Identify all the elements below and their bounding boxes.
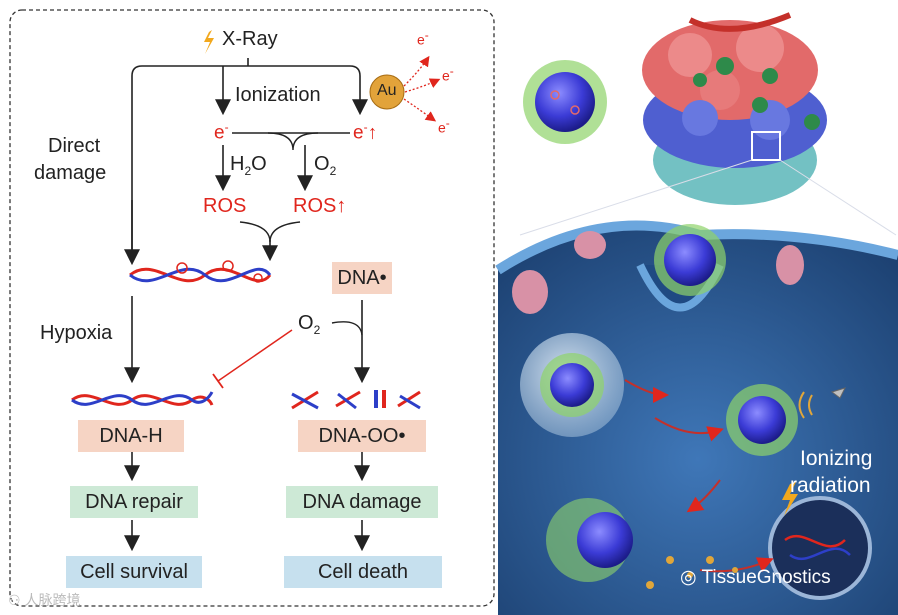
electron-left: e- <box>214 120 229 144</box>
ionizing-label-2: radiation <box>790 474 871 497</box>
cell-illustration <box>495 220 898 615</box>
watermark-cn-text: 人脉跨境 <box>24 592 81 608</box>
ionization-label: Ionization <box>235 84 321 106</box>
e-minus: - <box>224 120 229 134</box>
h2o-h: H <box>230 153 245 175</box>
tissuegnostics-watermark: ◎ TissueGnostics <box>680 566 831 589</box>
ros-merge <box>239 221 301 243</box>
o2-2: 2 <box>329 164 337 178</box>
o2-label-lower: O2 <box>298 312 320 337</box>
au-label: Au <box>377 82 397 99</box>
electron-emitted-3: e- <box>438 116 450 136</box>
cell-death-box: Cell death <box>284 556 442 588</box>
dna-helix-left <box>71 391 214 406</box>
dna-oo-box: DNA-OO• <box>298 420 426 452</box>
o2-2: 2 <box>313 323 321 337</box>
electron-emitted-2: e- <box>442 64 454 84</box>
zoom-lines <box>519 159 897 236</box>
wechat-icon: ◎ <box>680 567 702 588</box>
lightning-icon <box>204 30 214 54</box>
dna-h-box: DNA-H <box>78 420 184 452</box>
au-particle <box>369 74 405 110</box>
emit-arrow-3 <box>403 98 437 122</box>
e-letter: e <box>214 122 225 144</box>
e-minus: - <box>449 64 454 78</box>
e-up: ↑ <box>367 122 378 144</box>
inhibition-bar <box>212 373 224 389</box>
cn-watermark: ⚇ 人脉跨境 <box>8 590 80 610</box>
e-letter: e <box>417 31 425 48</box>
nanoparticle-top <box>523 60 607 144</box>
e-letter: e <box>438 119 446 136</box>
branch-outer <box>131 65 368 260</box>
left-panel-border <box>9 9 495 607</box>
watermark-icon: ⚇ <box>8 592 25 608</box>
ros-label: ROS <box>203 195 247 217</box>
dna-repair-box: DNA repair <box>70 486 198 518</box>
dna-damage-box: DNA damage <box>286 486 438 518</box>
dna-radical-box: DNA• <box>332 262 392 294</box>
o2-curve <box>331 321 363 336</box>
h2o-label: H2O <box>230 153 267 178</box>
emit-arrow-2 <box>404 78 441 93</box>
o2-label-top: O2 <box>314 153 336 178</box>
xray-label: X-Ray <box>222 28 278 50</box>
ionizing-label-1: Ionizing <box>800 447 873 470</box>
o2-o: O <box>314 153 330 175</box>
hypoxia-label: Hypoxia <box>40 322 113 344</box>
emit-arrow-1 <box>403 55 430 87</box>
ros-up-label: ROS↑ <box>293 195 347 217</box>
h2o-2: 2 <box>244 164 252 178</box>
e-merge <box>267 132 319 151</box>
inhibition-line <box>217 329 293 382</box>
tumor-cluster <box>642 12 827 205</box>
electron-emitted-1: e- <box>417 28 429 48</box>
electron-right: e-↑ <box>353 120 377 144</box>
direct-damage-label-2: damage <box>34 162 107 184</box>
cell-survival-box: Cell survival <box>66 556 202 588</box>
dna-helix-top <box>129 260 272 283</box>
e-minus: - <box>424 28 429 42</box>
watermark-text: TissueGnostics <box>701 567 831 588</box>
dna-fragments <box>291 390 421 410</box>
lightning-icon-right <box>782 482 798 516</box>
direct-damage-label-1: Direct <box>48 135 101 157</box>
e-minus: - <box>445 116 450 130</box>
e-letter: e <box>353 122 364 144</box>
o2-o: O <box>298 312 314 334</box>
e-letter: e <box>442 67 450 84</box>
h2o-o: O <box>251 153 267 175</box>
e-minus: - <box>363 120 368 134</box>
